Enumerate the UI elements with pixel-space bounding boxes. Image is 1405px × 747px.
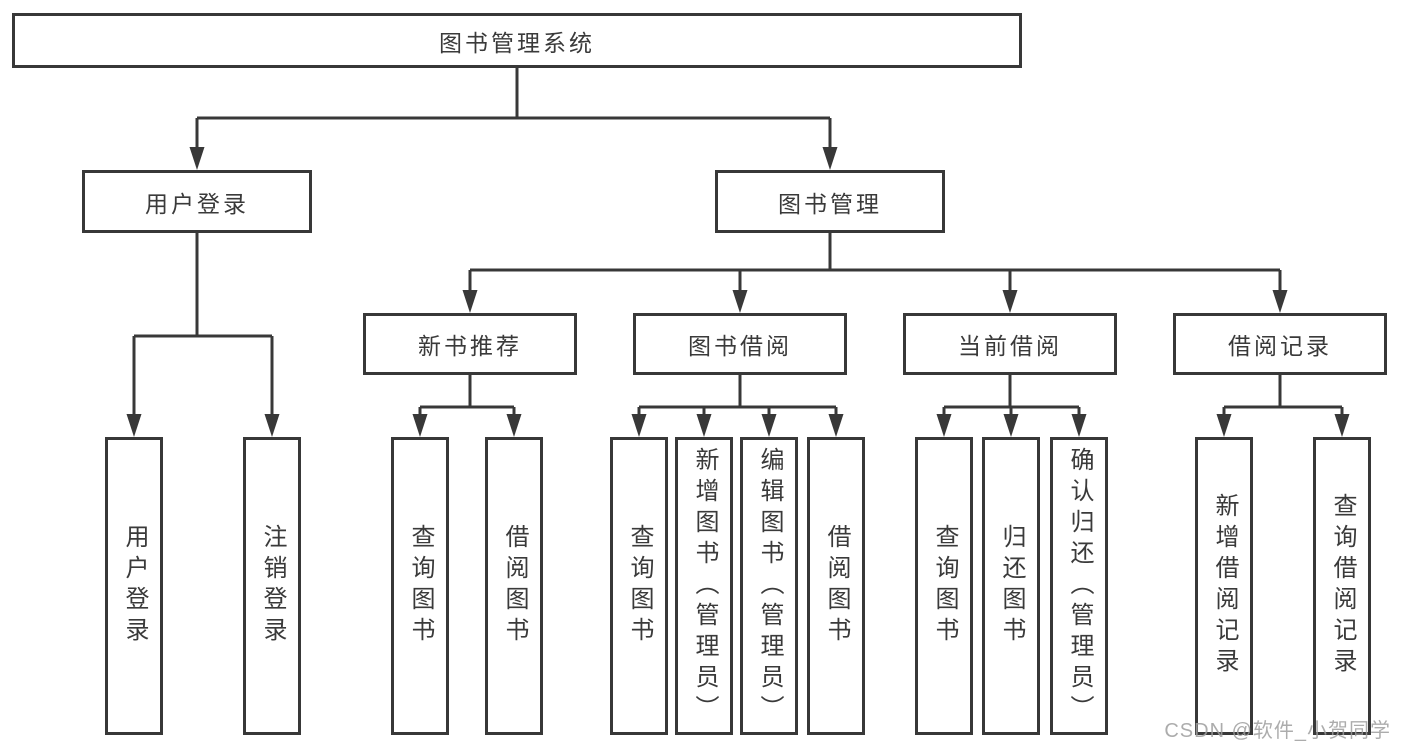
node-query-books-borrowing: 查询图书: [610, 437, 668, 735]
node-label: 归还图书: [998, 524, 1025, 648]
node-label: 新增借阅记录: [1211, 493, 1238, 679]
node-label: 编辑图书（管理员）: [756, 446, 783, 726]
node-label: 用户登录: [121, 524, 148, 648]
node-query-books-current: 查询图书: [915, 437, 973, 735]
watermark: CSDN @软件_小贺同学: [1164, 720, 1391, 742]
node-label: 查询借阅记录: [1329, 493, 1356, 679]
connector-root: [195, 67, 832, 148]
node-borrow-books-leaf: 借阅图书: [807, 437, 865, 735]
node-current-borrowing: 当前借阅: [903, 313, 1117, 375]
node-label: 图书管理: [778, 190, 882, 217]
node-label: 当前借阅: [958, 333, 1062, 359]
node-logout-leaf: 注销登录: [243, 437, 301, 735]
node-edit-book-admin: 编辑图书（管理员）: [740, 437, 798, 735]
node-label: 查询图书: [931, 524, 958, 648]
node-label: 借阅记录: [1228, 333, 1332, 359]
node-label: 借阅图书: [501, 524, 528, 648]
node-user-login: 用户登录: [82, 170, 312, 233]
node-new-book-recommendation: 新书推荐: [363, 313, 577, 375]
connector-user-login: [132, 233, 274, 415]
connector-book-management: [468, 233, 1282, 291]
node-label: 新书推荐: [418, 333, 522, 359]
node-label: 新增图书（管理员）: [691, 446, 718, 726]
node-confirm-return-admin: 确认归还（管理员）: [1050, 437, 1108, 735]
node-query-borrow-record: 查询借阅记录: [1313, 437, 1371, 735]
node-label: 确认归还（管理员）: [1066, 446, 1093, 726]
node-library-management-system: 图书管理系统: [12, 13, 1022, 68]
node-add-book-admin: 新增图书（管理员）: [675, 437, 733, 735]
connector-new-book: [418, 375, 516, 415]
node-book-management: 图书管理: [715, 170, 945, 233]
connector-current: [942, 375, 1081, 415]
node-book-borrowing: 图书借阅: [633, 313, 847, 375]
connector-records: [1222, 375, 1344, 415]
node-borrowing-records: 借阅记录: [1173, 313, 1387, 375]
node-label: 借阅图书: [823, 524, 850, 648]
node-label: 注销登录: [259, 524, 286, 648]
node-query-books-recommend: 查询图书: [391, 437, 449, 735]
node-label: 用户登录: [145, 190, 249, 217]
node-label: 查询图书: [407, 524, 434, 648]
node-label: 图书管理系统: [439, 29, 595, 56]
node-return-book: 归还图书: [982, 437, 1040, 735]
node-borrow-books-recommend: 借阅图书: [485, 437, 543, 735]
node-user-login-leaf: 用户登录: [105, 437, 163, 735]
node-add-borrow-record: 新增借阅记录: [1195, 437, 1253, 735]
connector-borrowing: [637, 375, 838, 415]
node-label: 查询图书: [626, 524, 653, 648]
node-label: 图书借阅: [688, 333, 792, 359]
